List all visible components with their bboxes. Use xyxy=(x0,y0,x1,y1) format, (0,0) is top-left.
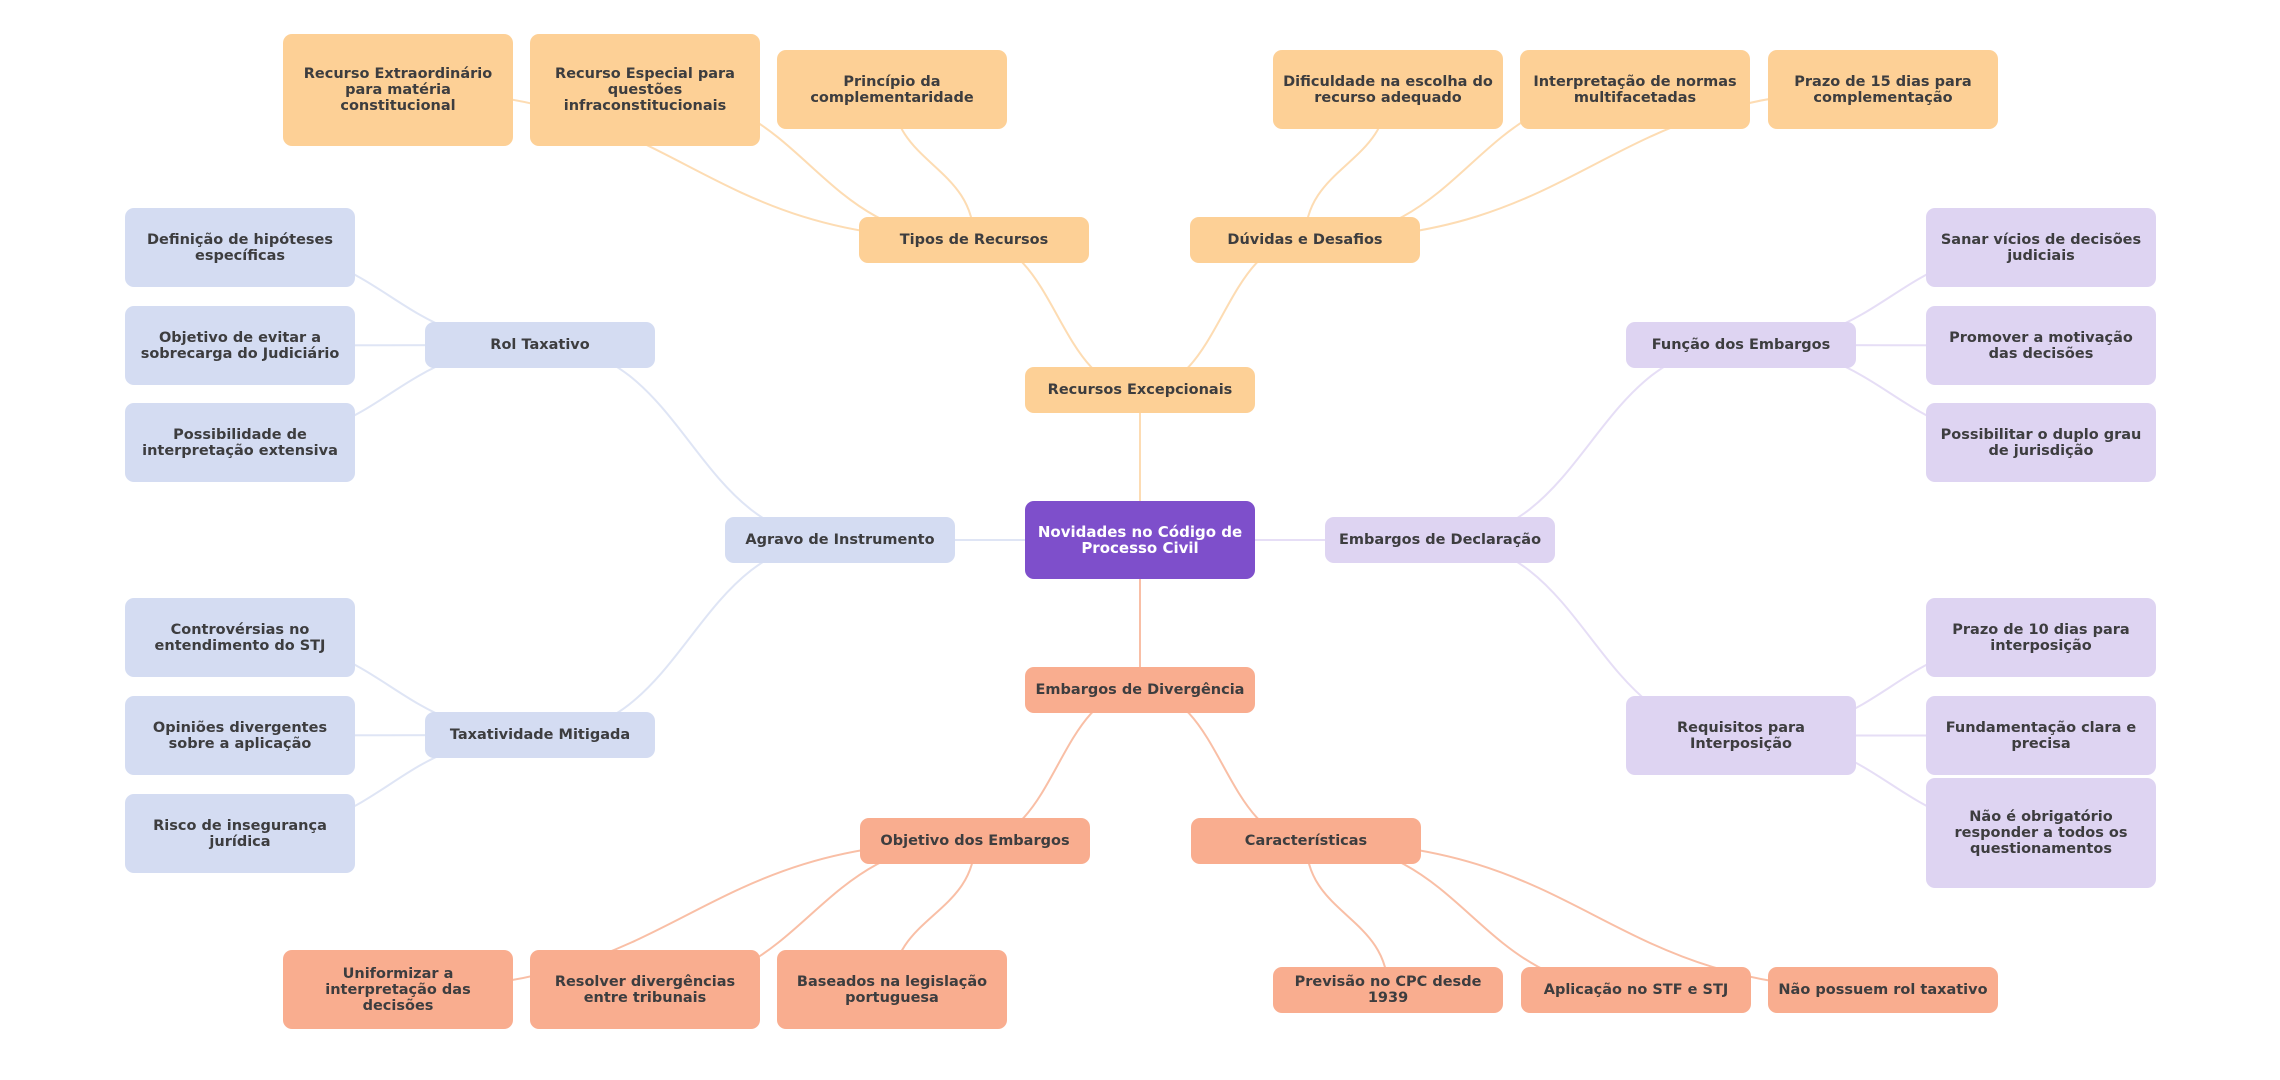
node-label: Dificuldade na escolha do recurso adequa… xyxy=(1283,73,1493,106)
node-label: Novidades no Código de Processo Civil xyxy=(1037,523,1243,557)
node-label: Não é obrigatório responder a todos os q… xyxy=(1954,809,2128,857)
node-taxatividade-mitigada[interactable]: Taxatividade Mitigada xyxy=(425,712,655,758)
node-resolver-divergencias[interactable]: Resolver divergências entre tribunais xyxy=(530,950,760,1029)
node-definicao-hipoteses[interactable]: Definição de hipóteses específicas xyxy=(125,208,355,287)
node-possibilidade-interpretacao[interactable]: Possibilidade de interpretação extensiva xyxy=(125,403,355,482)
node-label: Recurso Especial para questões infracons… xyxy=(555,66,735,114)
node-objetivo-embargos[interactable]: Objetivo dos Embargos xyxy=(860,818,1090,864)
node-label: Objetivo dos Embargos xyxy=(880,833,1070,849)
node-embargos-declaracao[interactable]: Embargos de Declaração xyxy=(1325,517,1555,563)
node-label: Definição de hipóteses específicas xyxy=(146,231,334,264)
node-label: Requisitos para Interposição xyxy=(1677,719,1805,752)
root-node[interactable]: Novidades no Código de Processo Civil xyxy=(1025,501,1255,579)
node-label: Prazo de 15 dias para complementação xyxy=(1794,73,1972,106)
node-agravo-instrumento[interactable]: Agravo de Instrumento xyxy=(725,517,955,563)
node-label: Agravo de Instrumento xyxy=(745,532,935,548)
node-previsao-cpc[interactable]: Previsão no CPC desde 1939 xyxy=(1273,967,1503,1013)
node-label: Opiniões divergentes sobre a aplicação xyxy=(152,719,328,752)
edge-agravo_instrumento-to-rol_taxativo xyxy=(539,344,841,541)
node-interpretacao-normas[interactable]: Interpretação de normas multifacetadas xyxy=(1520,50,1750,129)
node-label: Embargos de Declaração xyxy=(1338,532,1542,548)
node-label: Possibilitar o duplo grau de jurisdição xyxy=(1940,426,2142,459)
node-label: Objetivo de evitar a sobrecarga do Judic… xyxy=(140,329,340,362)
node-recursos-excepcionais[interactable]: Recursos Excepcionais xyxy=(1025,367,1255,413)
node-requisitos-interposicao[interactable]: Requisitos para Interposição xyxy=(1626,696,1856,775)
node-label: Prazo de 10 dias para interposição xyxy=(1952,621,2130,654)
node-objetivo-evitar-sobrecarga[interactable]: Objetivo de evitar a sobrecarga do Judic… xyxy=(125,306,355,385)
node-recurso-extraordinario[interactable]: Recurso Extraordinário para matéria cons… xyxy=(283,34,513,146)
node-label: Promover a motivação das decisões xyxy=(1949,329,2133,362)
node-promover-motivacao[interactable]: Promover a motivação das decisões xyxy=(1926,306,2156,385)
node-label: Interpretação de normas multifacetadas xyxy=(1533,73,1737,106)
node-label: Previsão no CPC desde 1939 xyxy=(1294,974,1482,1006)
node-label: Sanar vícios de decisões judiciais xyxy=(1940,231,2142,264)
node-label: Função dos Embargos xyxy=(1651,337,1831,353)
node-caracteristicas[interactable]: Características xyxy=(1191,818,1421,864)
node-aplicacao-stf-stj[interactable]: Aplicação no STF e STJ xyxy=(1521,967,1751,1013)
node-label: Princípio da complementaridade xyxy=(810,73,974,106)
node-label: Taxatividade Mitigada xyxy=(449,727,631,743)
node-funcao-embargos[interactable]: Função dos Embargos xyxy=(1626,322,1856,368)
node-label: Tipos de Recursos xyxy=(899,232,1049,248)
node-tipos-de-recursos[interactable]: Tipos de Recursos xyxy=(859,217,1089,263)
node-label: Possibilidade de interpretação extensiva xyxy=(142,426,338,459)
node-label: Fundamentação clara e precisa xyxy=(1945,719,2137,752)
node-label: Recursos Excepcionais xyxy=(1047,382,1233,398)
node-label: Dúvidas e Desafios xyxy=(1227,232,1383,248)
node-prazo-10-dias[interactable]: Prazo de 10 dias para interposição xyxy=(1926,598,2156,677)
node-label: Uniformizar a interpretação das decisões xyxy=(325,965,471,1014)
edge-embargos_declaracao-to-funcao_embargos xyxy=(1439,344,1742,541)
node-prazo-15-dias[interactable]: Prazo de 15 dias para complementação xyxy=(1768,50,1998,129)
node-label: Baseados na legislação portuguesa xyxy=(796,973,988,1006)
node-label: Embargos de Divergência xyxy=(1035,682,1245,698)
node-baseados-legislacao[interactable]: Baseados na legislação portuguesa xyxy=(777,950,1007,1029)
node-label: Não possuem rol taxativo xyxy=(1778,982,1988,998)
node-label: Rol Taxativo xyxy=(490,337,590,353)
node-label: Aplicação no STF e STJ xyxy=(1543,982,1729,998)
node-controversias-stj[interactable]: Controvérsias no entendimento do STJ xyxy=(125,598,355,677)
node-nao-obrigatorio[interactable]: Não é obrigatório responder a todos os q… xyxy=(1926,778,2156,888)
node-embargos-divergencia[interactable]: Embargos de Divergência xyxy=(1025,667,1255,713)
node-label: Características xyxy=(1244,833,1368,849)
node-rol-taxativo[interactable]: Rol Taxativo xyxy=(425,322,655,368)
node-principio-complementaridade[interactable]: Princípio da complementaridade xyxy=(777,50,1007,129)
edge-agravo_instrumento-to-taxatividade_mitigada xyxy=(539,539,841,736)
node-label: Controvérsias no entendimento do STJ xyxy=(154,621,326,654)
node-label: Recurso Extraordinário para matéria cons… xyxy=(303,66,493,114)
node-uniformizar-interpretacao[interactable]: Uniformizar a interpretação das decisões xyxy=(283,950,513,1029)
node-dificuldade-escolha[interactable]: Dificuldade na escolha do recurso adequa… xyxy=(1273,50,1503,129)
node-risco-inseguranca[interactable]: Risco de insegurança jurídica xyxy=(125,794,355,873)
node-duvidas-desafios[interactable]: Dúvidas e Desafios xyxy=(1190,217,1420,263)
node-label: Resolver divergências entre tribunais xyxy=(554,973,736,1006)
node-fundamentacao-clara[interactable]: Fundamentação clara e precisa xyxy=(1926,696,2156,775)
node-label: Risco de insegurança jurídica xyxy=(153,817,327,850)
node-recurso-especial[interactable]: Recurso Especial para questões infracons… xyxy=(530,34,760,146)
node-opinioes-divergentes[interactable]: Opiniões divergentes sobre a aplicação xyxy=(125,696,355,775)
node-nao-possuem-rol[interactable]: Não possuem rol taxativo xyxy=(1768,967,1998,1013)
node-sanar-vicios[interactable]: Sanar vícios de decisões judiciais xyxy=(1926,208,2156,287)
node-duplo-grau[interactable]: Possibilitar o duplo grau de jurisdição xyxy=(1926,403,2156,482)
